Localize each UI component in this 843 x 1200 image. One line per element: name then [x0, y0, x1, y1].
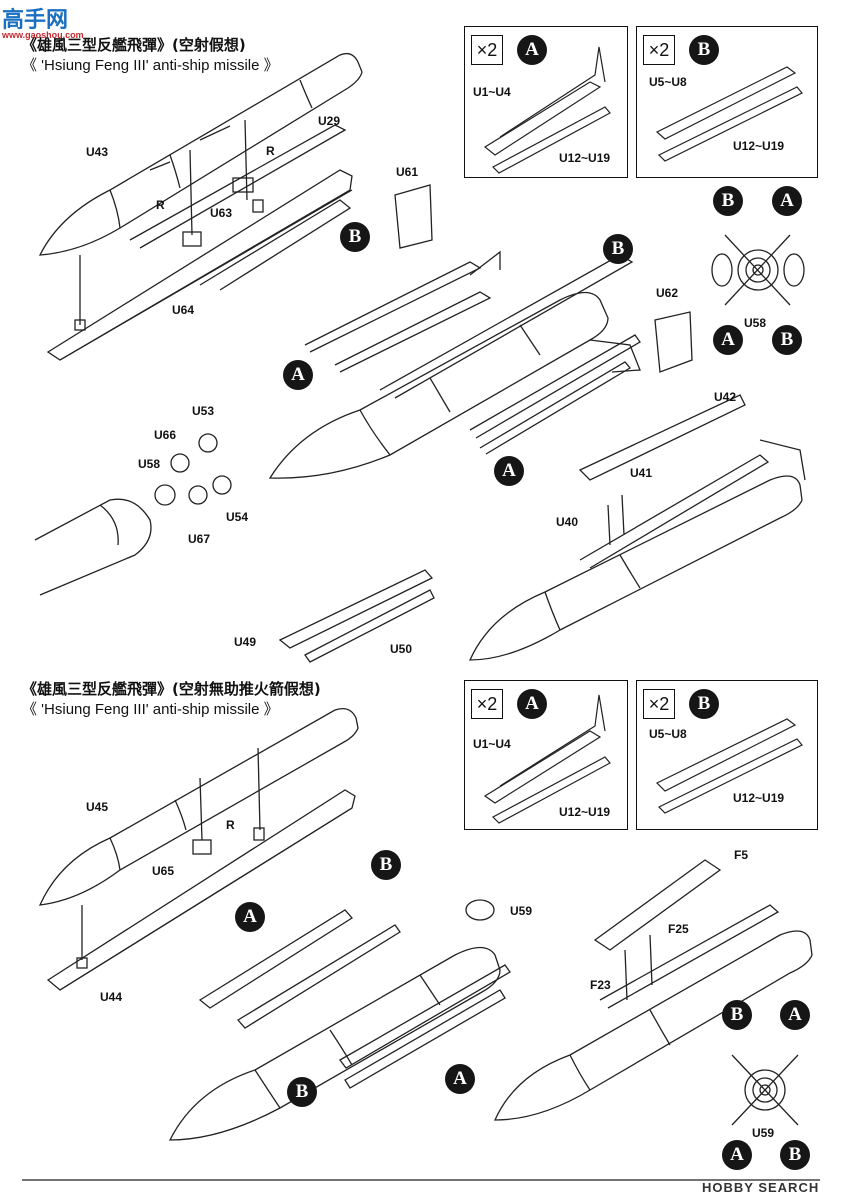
- quantity-label: ×2: [471, 35, 503, 65]
- part-label-u59: U59: [510, 904, 533, 918]
- badge-a: A: [235, 902, 265, 932]
- section1-title-zh: 《雄風三型反艦飛彈》(空射假想): [22, 36, 246, 54]
- quantity-label: ×2: [643, 35, 675, 65]
- badge-b: B: [713, 186, 743, 216]
- variant-box-a-bottom: ×2 A U1~U4 U12~U19: [464, 680, 628, 830]
- label-u5-u8: U5~U8: [649, 727, 687, 741]
- watermark-logo: 高手网 www.gaoshou.com: [2, 2, 84, 40]
- watermark-sub: www.gaoshou.com: [2, 30, 84, 40]
- missile-bottom-left: [38, 707, 359, 991]
- part-label-u43: U43: [86, 145, 109, 159]
- watermark-main: 高手网: [2, 8, 69, 33]
- part-label-r: R: [226, 818, 235, 832]
- label-u12-u19: U12~U19: [733, 791, 785, 805]
- part-label-u58: U58: [138, 457, 161, 471]
- badge-a: A: [713, 325, 743, 355]
- part-label-u44: U44: [100, 990, 123, 1004]
- part-label-u49: U49: [234, 635, 257, 649]
- part-label-u65: U65: [152, 864, 175, 878]
- badge-b: B: [689, 689, 719, 719]
- badge-a: A: [722, 1140, 752, 1170]
- rear-view-1: [711, 234, 805, 306]
- missile-center: [268, 184, 693, 479]
- badge-a: A: [517, 35, 547, 65]
- part-label-u40: U40: [556, 515, 579, 529]
- part-label-u42: U42: [714, 390, 737, 404]
- part-label-u29: U29: [318, 114, 341, 128]
- label-u1-u4: U1~U4: [473, 85, 511, 99]
- missile-bottom-center: [168, 899, 511, 1141]
- part-label-u63: U63: [210, 206, 233, 220]
- missile-top-left: [38, 52, 363, 361]
- part-label-u66: U66: [154, 428, 177, 442]
- quantity-label: ×2: [471, 689, 503, 719]
- badge-a: A: [445, 1064, 475, 1094]
- part-label-u59: U59: [752, 1126, 775, 1140]
- watermark-hobbysearch: HOBBY SEARCH: [702, 1180, 820, 1195]
- label-u12-u19: U12~U19: [733, 139, 785, 153]
- part-label-u67: U67: [188, 532, 211, 546]
- part-label-f25: F25: [668, 922, 689, 936]
- label-u12-u19: U12~U19: [559, 151, 611, 165]
- small-parts: [34, 433, 232, 596]
- rear-view-2: [731, 1054, 799, 1126]
- missile-right-1: [468, 439, 806, 661]
- part-label-u53: U53: [192, 404, 215, 418]
- part-sketch: [655, 66, 803, 162]
- part-label-u64: U64: [172, 303, 195, 317]
- section2-title-en: 《 'Hsiung Feng III' anti-ship missile 》: [22, 701, 279, 718]
- pylon-parts: [278, 394, 746, 663]
- label-u5-u8: U5~U8: [649, 75, 687, 89]
- part-label-u50: U50: [390, 642, 413, 656]
- badge-b: B: [603, 234, 633, 264]
- variant-box-a-top: ×2 A U1~U4 U12~U19: [464, 26, 628, 178]
- part-sketch: [483, 46, 611, 174]
- badge-b: B: [371, 850, 401, 880]
- variant-box-b-bottom: ×2 B U5~U8 U12~U19: [636, 680, 818, 830]
- badge-a: A: [780, 1000, 810, 1030]
- badge-b: B: [689, 35, 719, 65]
- part-label-u54: U54: [226, 510, 249, 524]
- part-label-f23: F23: [590, 978, 611, 992]
- part-label-r: R: [266, 144, 275, 158]
- badge-a: A: [517, 689, 547, 719]
- badge-a: A: [283, 360, 313, 390]
- missile-bottom-right: [493, 859, 813, 1121]
- label-u1-u4: U1~U4: [473, 737, 511, 751]
- badge-b: B: [772, 325, 802, 355]
- part-label-f5: F5: [734, 848, 749, 862]
- badge-a: A: [772, 186, 802, 216]
- badge-a: A: [494, 456, 524, 486]
- part-sketch: [655, 718, 803, 814]
- part-label-u45: U45: [86, 800, 109, 814]
- badge-b: B: [780, 1140, 810, 1170]
- part-label-u62: U62: [656, 286, 679, 300]
- section1-title-en: 《 'Hsiung Feng III' anti-ship missile 》: [22, 57, 279, 74]
- quantity-label: ×2: [643, 689, 675, 719]
- label-u12-u19: U12~U19: [559, 805, 611, 819]
- variant-box-b-top: ×2 B U5~U8 U12~U19: [636, 26, 818, 178]
- badge-b: B: [287, 1077, 317, 1107]
- badge-b: B: [340, 222, 370, 252]
- part-label-r: R: [156, 198, 165, 212]
- section2-title-zh: 《雄風三型反艦飛彈》(空射無助推火箭假想): [22, 680, 321, 698]
- part-label-u61: U61: [396, 165, 419, 179]
- part-label-u58: U58: [744, 316, 767, 330]
- badge-b: B: [722, 1000, 752, 1030]
- part-sketch: [483, 694, 611, 824]
- part-label-u41: U41: [630, 466, 653, 480]
